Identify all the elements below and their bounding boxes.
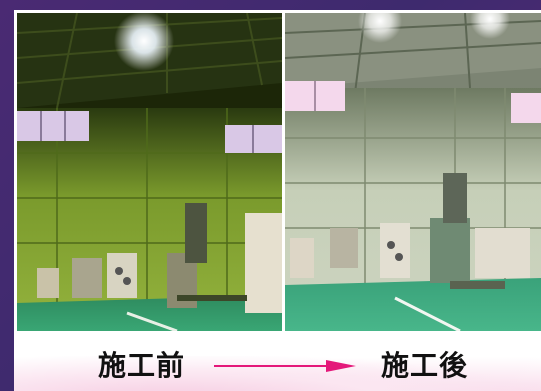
after-photo <box>285 13 541 331</box>
comparison-frame <box>14 10 541 336</box>
before-label: 施工前 <box>98 349 186 382</box>
after-label: 施工後 <box>381 349 469 382</box>
decorative-wash <box>14 356 541 391</box>
before-photo <box>17 13 282 331</box>
right-arrow-icon <box>214 360 356 372</box>
